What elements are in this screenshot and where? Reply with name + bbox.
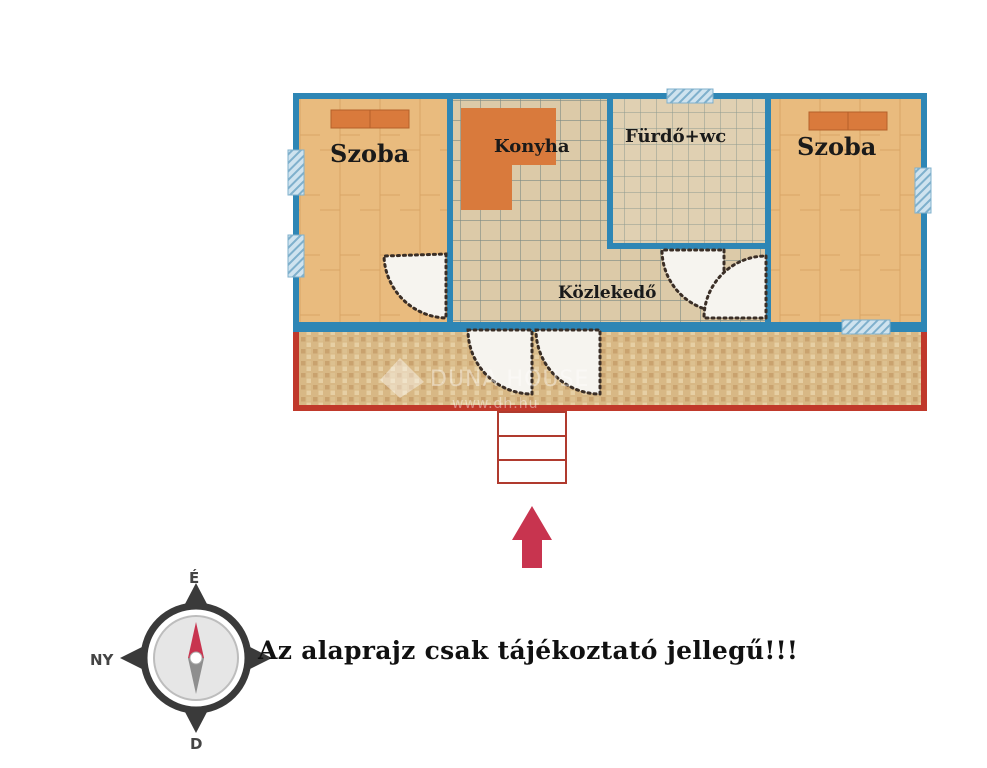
watermark-logo-icon bbox=[380, 358, 424, 398]
windows bbox=[287, 88, 932, 335]
compass-pointer-north bbox=[185, 583, 207, 604]
compass: É NY D bbox=[90, 568, 272, 753]
right-room-label: Szoba bbox=[797, 132, 876, 161]
compass-south-label: D bbox=[190, 735, 202, 753]
compass-needle-icon bbox=[188, 622, 204, 658]
watermark: DUNA HOUSE www.dh.hu bbox=[380, 358, 589, 412]
kitchen-counter bbox=[461, 108, 556, 210]
compass-west-label: NY bbox=[90, 651, 115, 669]
kitchen-label: Konyha bbox=[494, 136, 570, 157]
bathroom-label: Fürdő+wc bbox=[625, 126, 726, 147]
watermark-brand: DUNA HOUSE bbox=[430, 367, 589, 392]
compass-north-label: É bbox=[189, 568, 199, 587]
compass-pointer-east bbox=[250, 647, 272, 669]
disclaimer-text: Az alaprajz csak tájékoztató jellegű!!! bbox=[258, 636, 799, 665]
entrance-steps bbox=[497, 411, 567, 484]
terrace bbox=[293, 329, 927, 411]
corridor-label: Közlekedő bbox=[558, 283, 657, 303]
right-room-floor bbox=[768, 98, 921, 326]
doors bbox=[382, 248, 768, 396]
watermark-url: www.dh.hu bbox=[452, 396, 538, 412]
left-room-label: Szoba bbox=[330, 139, 409, 168]
compass-pointer-west bbox=[120, 647, 142, 669]
bathroom-floor bbox=[610, 98, 768, 246]
compass-pointer-south bbox=[185, 712, 207, 733]
entrance-arrow-icon bbox=[512, 506, 552, 568]
